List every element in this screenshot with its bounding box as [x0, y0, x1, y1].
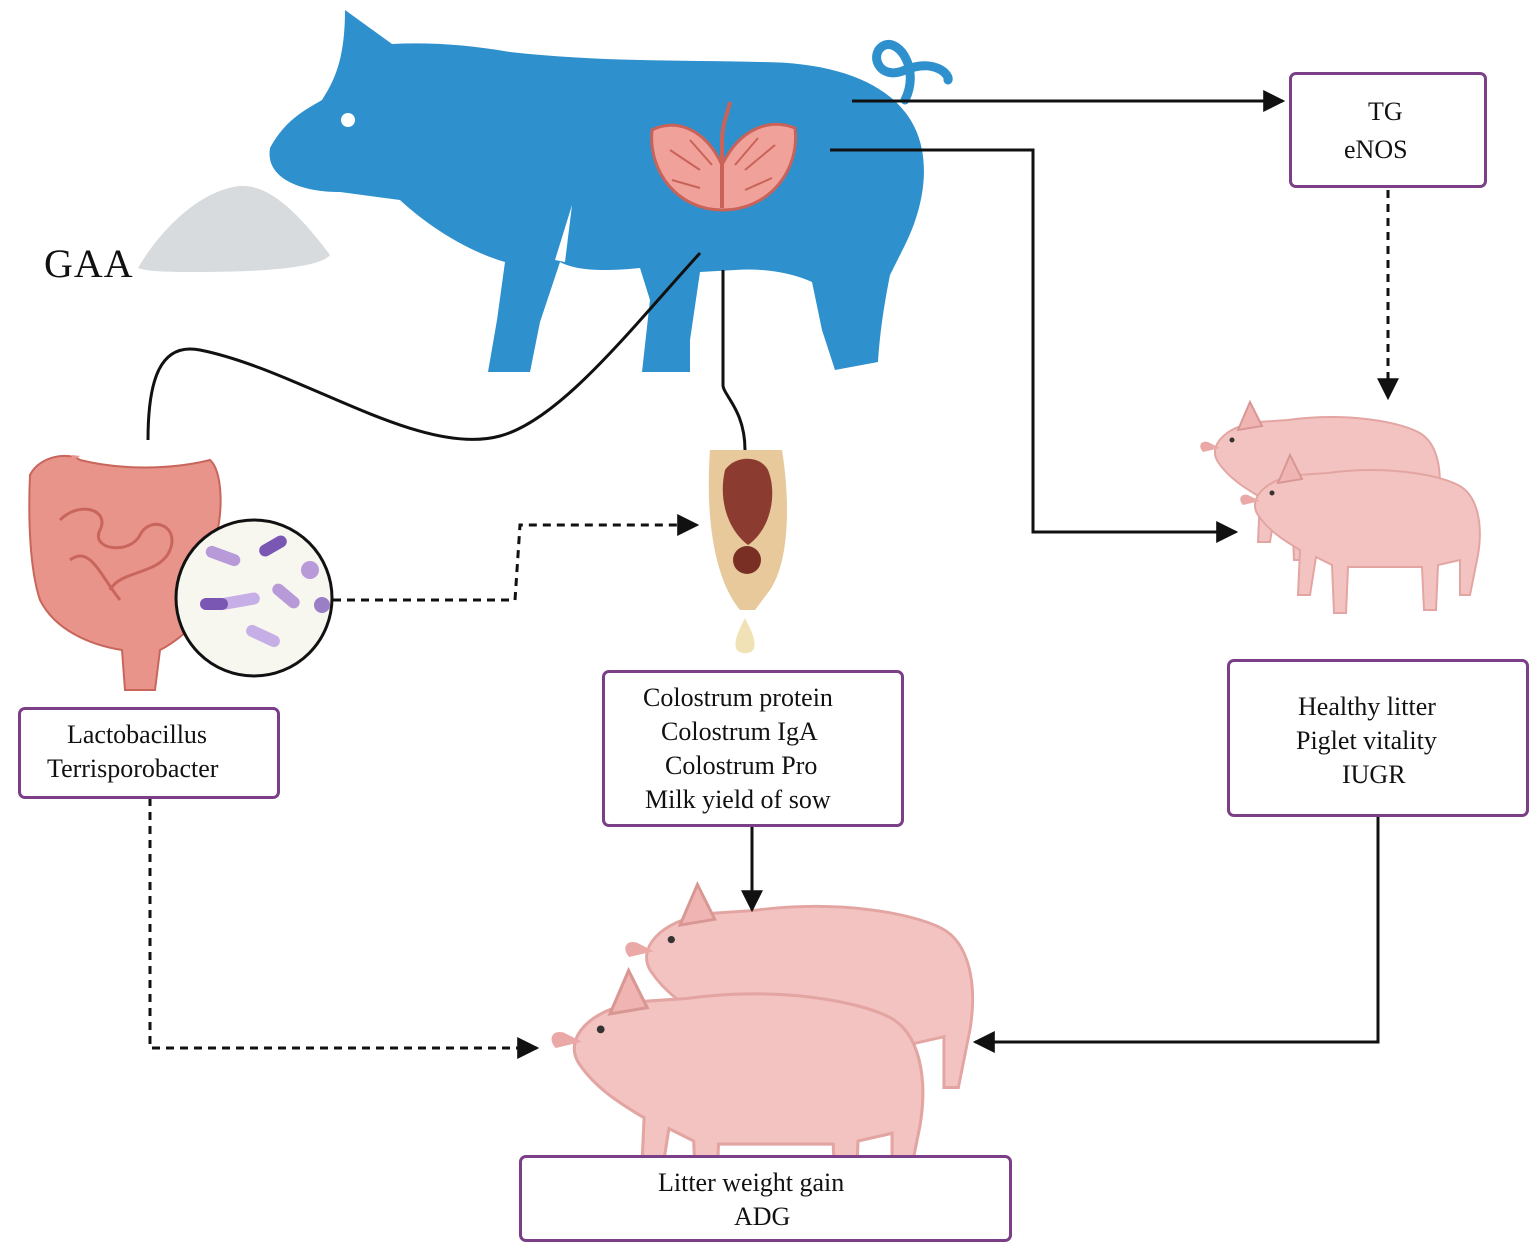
adg-label: ADG — [734, 1202, 791, 1231]
gaa-label: GAA — [44, 241, 134, 286]
growth-box: Litter weight gain ADG — [519, 1155, 1012, 1242]
sow-icon — [269, 10, 953, 372]
powder-icon — [138, 185, 330, 272]
gut-microbiota-box: Lactobacillus Terrisporobacter — [18, 707, 280, 799]
colostrum-protein-label: Colostrum protein — [643, 683, 833, 712]
tg-enos-box: TG eNOS — [1289, 72, 1487, 188]
iugr-label: IUGR — [1342, 760, 1406, 789]
colostrum-box: Colostrum protein Colostrum IgA Colostru… — [602, 670, 904, 827]
colostrum-pro-label: Colostrum Pro — [665, 751, 818, 780]
mammary-gland-icon — [708, 450, 787, 610]
healthy-litter-label: Healthy litter — [1298, 692, 1436, 721]
enos-label: eNOS — [1344, 135, 1408, 164]
connector-lines — [146, 90, 1399, 1059]
colostrum-iga-label: Colostrum IgA — [661, 717, 818, 746]
milk-yield-label: Milk yield of sow — [645, 785, 831, 814]
litter-weight-gain-label: Litter weight gain — [658, 1168, 845, 1197]
lactobacillus-label: Lactobacillus — [67, 720, 208, 749]
milk-drop-icon — [735, 618, 755, 654]
litter-health-box: Healthy litter Piglet vitality IUGR — [1227, 659, 1529, 817]
tg-label: TG — [1368, 97, 1403, 126]
piglet-vitality-label: Piglet vitality — [1296, 726, 1437, 755]
uterus-icon — [650, 101, 798, 212]
bacteria-icon — [174, 518, 334, 678]
terrisporobacter-label: Terrisporobacter — [47, 754, 219, 783]
